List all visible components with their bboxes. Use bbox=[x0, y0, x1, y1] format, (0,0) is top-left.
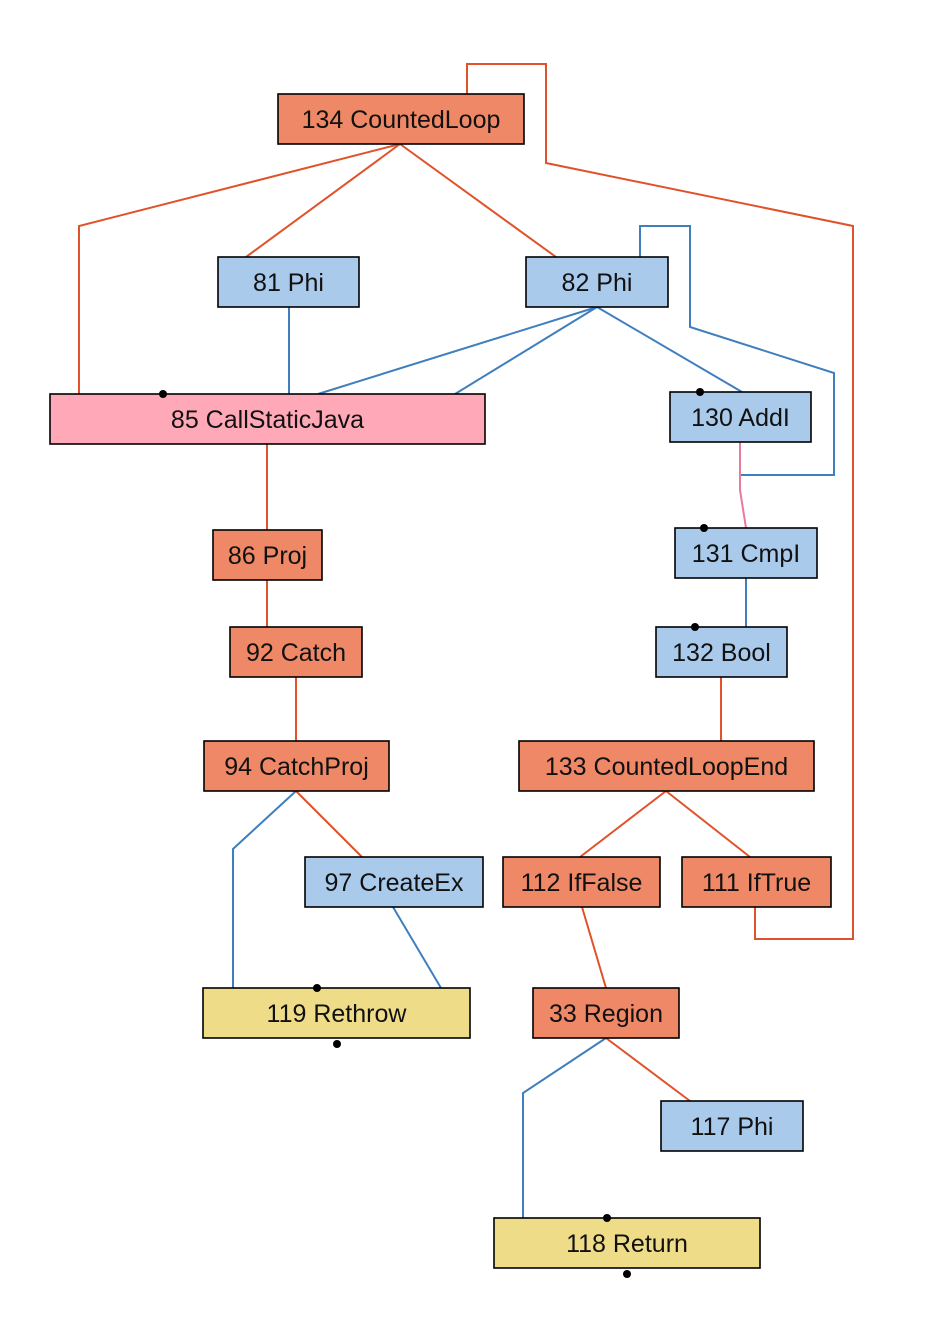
node-label: 112 IfFalse bbox=[521, 869, 643, 897]
node-86[interactable]: 86 Proj bbox=[212, 529, 323, 581]
node-box bbox=[49, 393, 486, 445]
node-133[interactable]: 133 CountedLoopEnd bbox=[518, 740, 815, 792]
node-box bbox=[518, 740, 815, 792]
node-label: 117 Phi bbox=[691, 1113, 774, 1141]
node-label: 133 CountedLoopEnd bbox=[545, 753, 788, 781]
node-119[interactable]: 119 Rethrow bbox=[202, 987, 471, 1039]
node-85[interactable]: 85 CallStaticJava bbox=[49, 393, 486, 445]
node-117[interactable]: 117 Phi bbox=[660, 1100, 804, 1152]
edges-layer bbox=[78, 63, 854, 1218]
node-111[interactable]: 111 IfTrue bbox=[681, 856, 832, 908]
node-box bbox=[532, 987, 680, 1039]
edge-133-to-111 bbox=[579, 790, 667, 858]
node-box bbox=[674, 527, 818, 579]
node-92[interactable]: 92 Catch bbox=[229, 626, 363, 678]
node-box bbox=[304, 856, 484, 908]
port-dot-131 bbox=[700, 524, 708, 532]
node-box bbox=[502, 856, 661, 908]
node-box bbox=[229, 626, 363, 678]
edge-134-to-81 bbox=[245, 143, 401, 258]
node-81[interactable]: 81 Phi bbox=[217, 256, 360, 308]
node-label: 118 Return bbox=[566, 1230, 688, 1258]
edge-134-to-85 bbox=[78, 143, 401, 394]
node-label: 92 Catch bbox=[246, 639, 346, 667]
node-label: 86 Proj bbox=[228, 542, 307, 570]
node-label: 33 Region bbox=[549, 1000, 663, 1028]
node-label: 81 Phi bbox=[253, 269, 324, 297]
node-box bbox=[660, 1100, 804, 1152]
node-box bbox=[217, 256, 360, 308]
port-dot-132 bbox=[691, 623, 699, 631]
node-134[interactable]: 134 CountedLoop bbox=[277, 93, 525, 145]
edge-111-to-134 bbox=[466, 63, 854, 940]
node-label: 85 CallStaticJava bbox=[171, 406, 364, 434]
node-33[interactable]: 33 Region bbox=[532, 987, 680, 1039]
port-dot-119 bbox=[333, 1040, 341, 1048]
node-box bbox=[212, 529, 323, 581]
node-box bbox=[681, 856, 832, 908]
node-label: 130 AddI bbox=[691, 404, 790, 432]
node-box bbox=[669, 391, 812, 443]
port-dot-85 bbox=[159, 390, 167, 398]
edge-94-to-119 bbox=[295, 790, 363, 858]
edge-33-to-118 bbox=[605, 1037, 691, 1102]
port-dot-118 bbox=[603, 1214, 611, 1222]
edge-97-to-119 bbox=[232, 790, 297, 988]
node-label: 119 Rethrow bbox=[267, 1000, 408, 1028]
node-box bbox=[277, 93, 525, 145]
node-box bbox=[203, 740, 390, 792]
node-label: 111 IfTrue bbox=[702, 869, 811, 897]
ports-layer bbox=[159, 388, 708, 1278]
node-label: 97 CreateEx bbox=[325, 869, 464, 897]
node-label: 94 CatchProj bbox=[224, 753, 369, 781]
node-97[interactable]: 97 CreateEx bbox=[304, 856, 484, 908]
nodes-layer: 134 CountedLoop 81 Phi 82 Phi 85 CallStatic… bbox=[49, 93, 832, 1269]
node-box bbox=[525, 256, 669, 308]
node-94[interactable]: 94 CatchProj bbox=[203, 740, 390, 792]
edge-82-to-85 bbox=[317, 306, 598, 395]
node-82[interactable]: 82 Phi bbox=[525, 256, 669, 308]
node-132[interactable]: 132 Bool bbox=[655, 626, 788, 678]
node-box bbox=[493, 1217, 761, 1269]
port-dot-130 bbox=[696, 388, 704, 396]
node-label: 131 CmpI bbox=[692, 540, 800, 568]
node-118[interactable]: 118 Return bbox=[493, 1217, 761, 1269]
node-131[interactable]: 131 CmpI bbox=[674, 527, 818, 579]
edge-131-to-132 bbox=[392, 906, 442, 989]
node-130[interactable]: 130 AddI bbox=[669, 391, 812, 443]
node-label: 82 Phi bbox=[562, 269, 633, 297]
port-dot-119 bbox=[313, 984, 321, 992]
node-box bbox=[655, 626, 788, 678]
edge-117-to-118 bbox=[522, 1037, 607, 1218]
edge-85-to-86 bbox=[739, 442, 747, 529]
edge-130-to-131 bbox=[639, 225, 835, 476]
edge-130-to-82 bbox=[596, 306, 743, 393]
node-112[interactable]: 112 IfFalse bbox=[502, 856, 661, 908]
edge-134-to-82 bbox=[399, 143, 557, 258]
edge-82-to-130 bbox=[454, 306, 598, 395]
edge-112-to-33 bbox=[665, 790, 751, 858]
port-dot-118 bbox=[623, 1270, 631, 1278]
edge-33-to-117 bbox=[581, 906, 607, 989]
node-label: 132 Bool bbox=[672, 639, 771, 667]
node-label: 134 CountedLoop bbox=[302, 106, 501, 134]
node-box bbox=[202, 987, 471, 1039]
